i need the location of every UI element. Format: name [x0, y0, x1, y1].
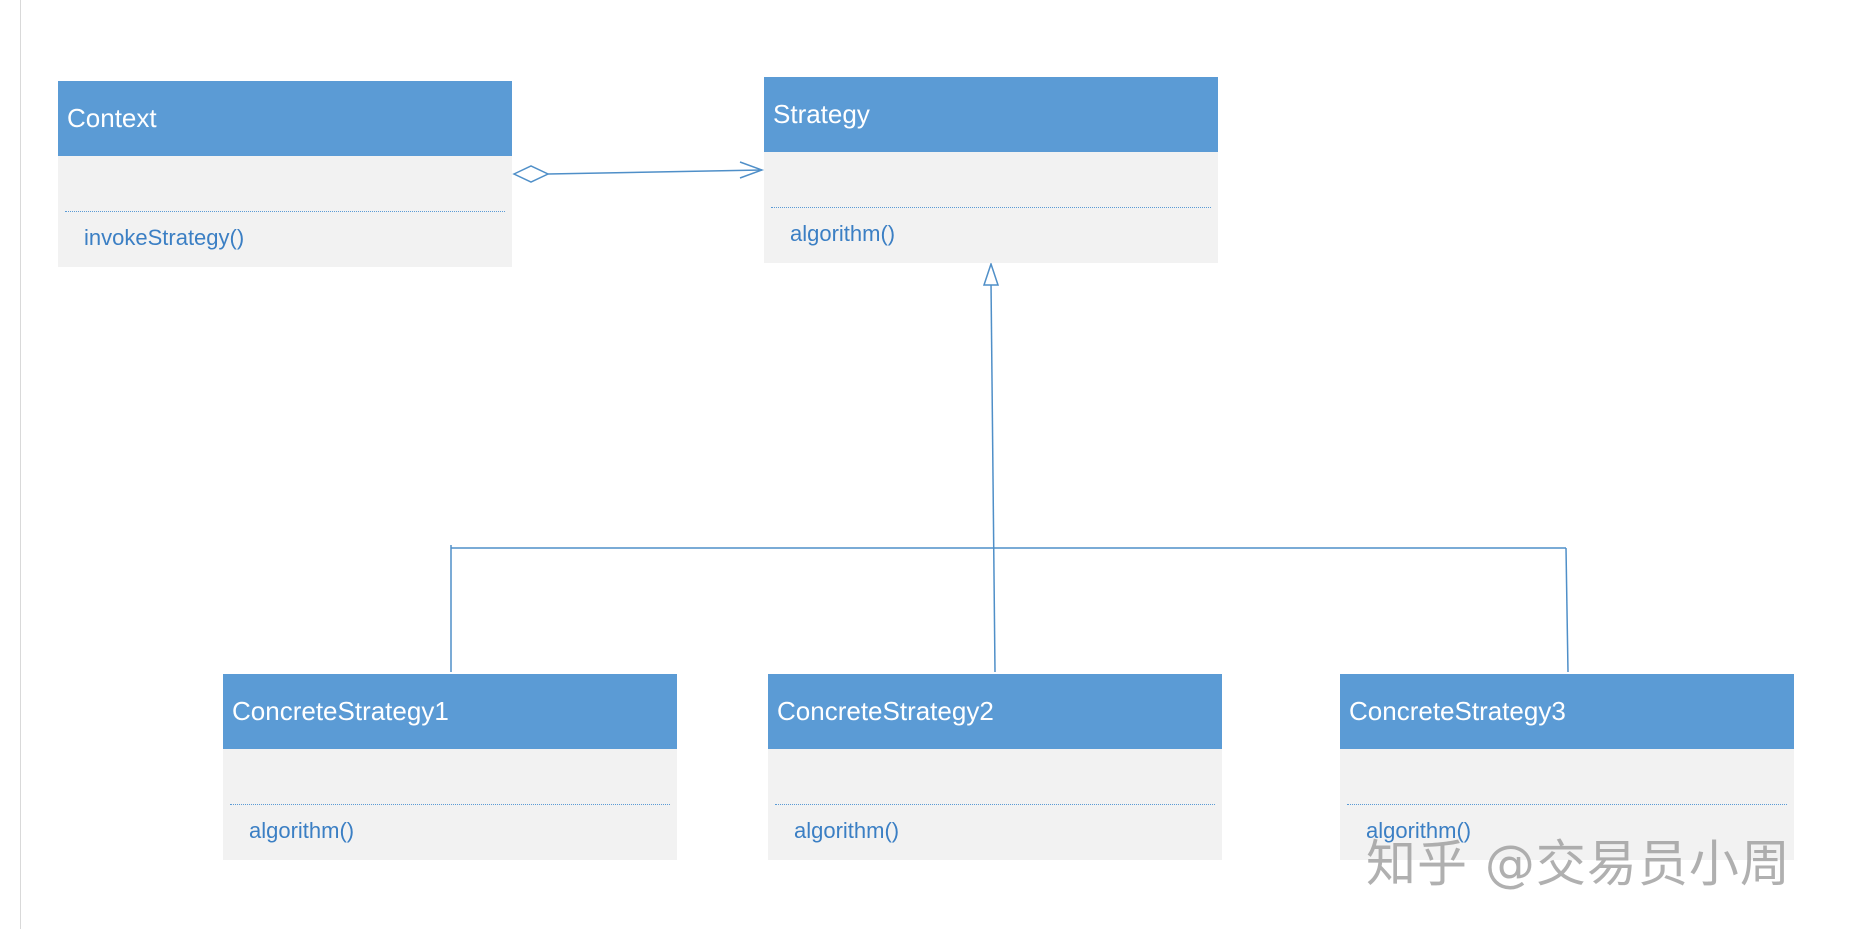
class-concrete-strategy-3[interactable]: ConcreteStrategy3 algorithm() — [1340, 674, 1794, 860]
operation-label: algorithm() — [1366, 818, 1472, 843]
generalization-tree — [450, 261, 1569, 673]
generalization-trunk — [990, 281, 996, 673]
class-context[interactable]: Context invokeStrategy() — [58, 81, 512, 267]
aggregation-context-strategy — [512, 161, 765, 183]
operation-label: algorithm() — [794, 818, 900, 843]
generalization-triangle — [982, 261, 1000, 286]
operation-label: algorithm() — [790, 221, 896, 246]
aggregation-diamond — [512, 165, 550, 183]
operation-label: algorithm() — [249, 818, 355, 843]
class-concrete-strategy-1[interactable]: ConcreteStrategy1 algorithm() — [223, 674, 677, 860]
class-name: ConcreteStrategy3 — [1340, 674, 1794, 749]
watermark: 知乎 @交易员小周 — [1366, 835, 1791, 893]
attributes-compartment — [230, 749, 670, 805]
class-concrete-strategy-2[interactable]: ConcreteStrategy2 algorithm() — [768, 674, 1222, 860]
aggregation-line — [547, 169, 763, 175]
page-left-border — [20, 0, 21, 929]
class-name: ConcreteStrategy1 — [223, 674, 677, 749]
class-name: Strategy — [764, 77, 1218, 152]
attributes-compartment — [771, 152, 1211, 208]
attributes-compartment — [65, 156, 505, 212]
generalization-branch-3 — [1565, 547, 1569, 673]
class-name: Context — [58, 81, 512, 156]
attributes-compartment — [1347, 749, 1787, 805]
class-strategy[interactable]: Strategy algorithm() — [764, 77, 1218, 263]
operation-label: invokeStrategy() — [84, 225, 245, 250]
attributes-compartment — [775, 749, 1215, 805]
class-name: ConcreteStrategy2 — [768, 674, 1222, 749]
navigability-arrowhead — [739, 161, 765, 179]
